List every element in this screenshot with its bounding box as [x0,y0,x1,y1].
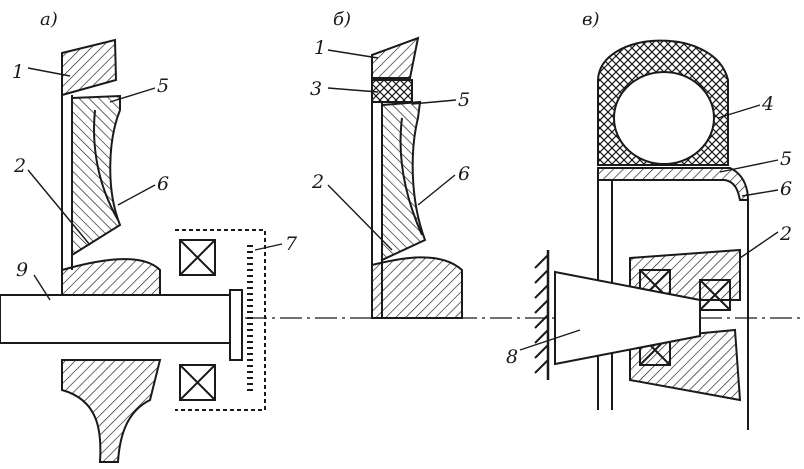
section-c [534,39,750,430]
label-b-6: 6 [458,163,470,185]
rim-b [371,36,420,79]
lower-hub-a [61,359,162,463]
label-a-6: 6 [157,173,169,195]
label-a-1: 1 [12,61,24,83]
leader-lines [27,49,779,351]
section-b-title: б) [333,9,351,30]
label-c-8: 8 [506,346,518,368]
hub-a [61,258,161,296]
label-b-1: 1 [314,37,326,59]
label-b-2: 2 [311,171,324,193]
blade-b [381,100,427,262]
label-b-3: 3 [310,78,322,100]
label-a-7: 7 [285,233,298,255]
rim-c [597,167,750,201]
section-b [371,36,463,319]
label-a-9: 9 [16,259,28,281]
bearing-housing-a [175,229,266,411]
section-a [0,38,266,463]
axle-c [554,270,701,366]
label-c-4: 4 [761,93,774,115]
label-c-6: 6 [780,178,792,200]
rim-a [61,38,118,97]
section-a-title: а) [40,9,58,30]
label-c-2: 2 [779,223,792,245]
blade-a [71,94,122,257]
shaft-a [0,294,231,344]
hub-b [371,256,463,319]
section-c-title: в) [582,9,600,30]
insert-b [371,79,413,103]
label-a-5: 5 [157,75,169,97]
label-b-5: 5 [458,89,470,111]
label-c-5: 5 [780,148,792,170]
label-a-2: 2 [13,155,26,177]
